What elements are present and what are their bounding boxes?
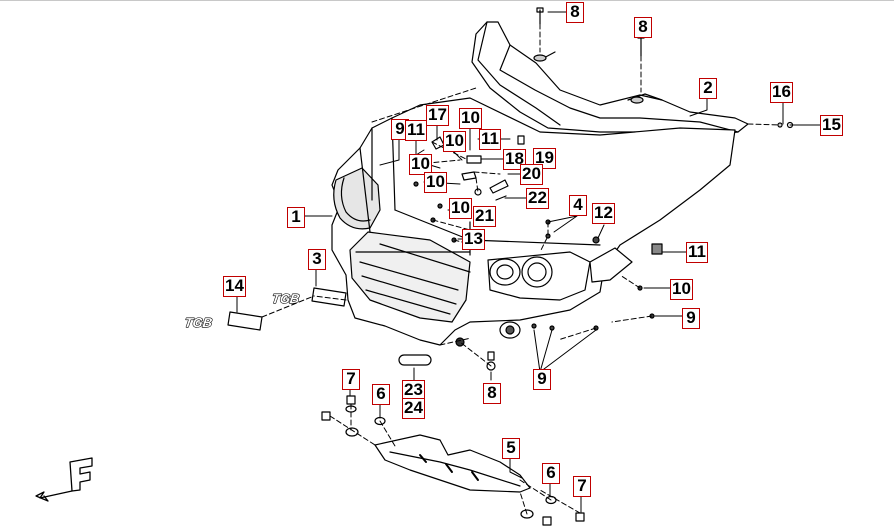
callout-10-c: 10 <box>409 154 432 175</box>
callout-11-b: 11 <box>479 129 501 150</box>
callout-7-b: 7 <box>573 476 591 497</box>
callout-10-d: 10 <box>424 172 447 193</box>
callout-20: 20 <box>520 164 543 185</box>
callout-10-f: 10 <box>670 279 693 300</box>
front-rack-part <box>471 21 749 137</box>
callout-19: 19 <box>533 148 556 169</box>
emblem-part-14: TGB <box>183 311 263 331</box>
callout-10-a: 10 <box>459 108 482 129</box>
front-fender-body <box>331 97 736 346</box>
top-border-line <box>0 0 894 1</box>
fasteners <box>321 7 794 526</box>
callout-21: 21 <box>473 206 496 227</box>
front-direction-arrow <box>35 457 93 502</box>
callout-23: 23 <box>402 380 425 401</box>
callout-17: 17 <box>426 105 449 126</box>
callout-5: 5 <box>502 438 520 459</box>
callout-14: 14 <box>223 276 246 297</box>
callout-4: 4 <box>569 195 587 216</box>
callout-6-a: 6 <box>372 384 390 405</box>
callout-9-b: 9 <box>682 308 700 329</box>
callout-2: 2 <box>699 78 717 99</box>
emblem-text-3: TGB <box>271 291 301 306</box>
callout-8-low: 8 <box>483 383 501 404</box>
callout-6-b: 6 <box>542 463 560 484</box>
callout-15: 15 <box>820 115 843 136</box>
callout-10-b: 10 <box>443 131 466 152</box>
callout-8-top: 8 <box>566 2 584 23</box>
callout-1: 1 <box>287 207 305 228</box>
emblem-part-3: TGB <box>270 287 347 307</box>
callout-11-a: 11 <box>405 120 427 141</box>
callout-12: 12 <box>592 203 615 224</box>
callout-16: 16 <box>770 82 793 103</box>
callout-10-e: 10 <box>449 198 472 219</box>
callout-3: 3 <box>308 249 326 270</box>
seal-part-23 <box>398 354 432 366</box>
assembly-lines <box>261 23 781 515</box>
callout-13: 13 <box>462 229 485 250</box>
callout-7-a: 7 <box>342 369 360 390</box>
callout-22: 22 <box>526 188 549 209</box>
callout-9-c: 9 <box>533 369 551 390</box>
callout-8-mid: 8 <box>634 17 652 38</box>
callout-24: 24 <box>402 398 425 419</box>
emblem-text-14: TGB <box>184 315 214 330</box>
skid-plate-part-5 <box>374 434 531 493</box>
callout-11-c: 11 <box>686 242 708 263</box>
